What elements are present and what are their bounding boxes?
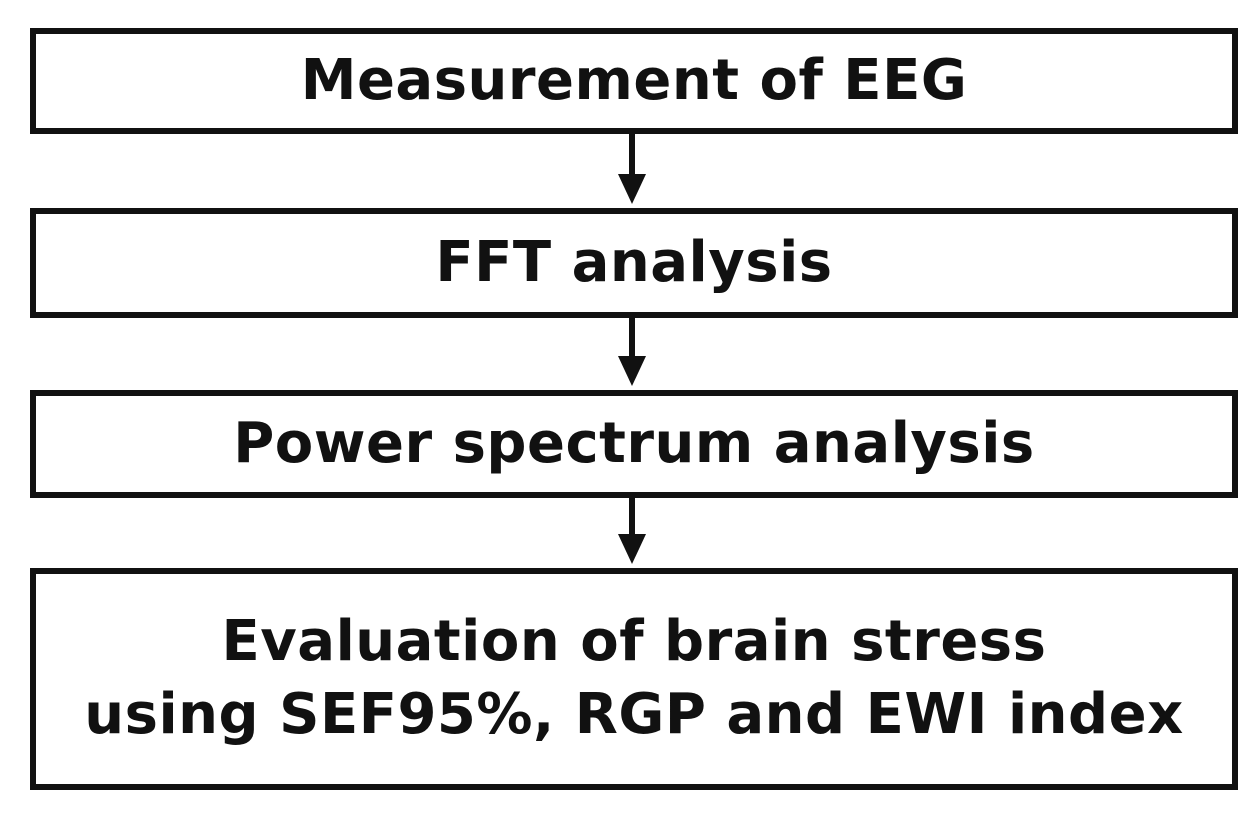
down-arrow-icon [612, 318, 652, 390]
step-label-line-2: using SEF95%, RGP and EWI index [84, 682, 1184, 747]
down-arrow-icon [612, 134, 652, 208]
step-label-line-1: Evaluation of brain stress [221, 609, 1047, 675]
step-label: Measurement of EEG [300, 47, 968, 113]
step-label: FFT analysis [435, 229, 833, 295]
step-brain-stress-evaluation: Evaluation of brain stress using SEF95%,… [30, 568, 1238, 790]
step-measurement-eeg: Measurement of EEG [30, 28, 1238, 134]
step-label: Power spectrum analysis [233, 410, 1035, 476]
step-power-spectrum-analysis: Power spectrum analysis [30, 390, 1238, 498]
step-fft-analysis: FFT analysis [30, 208, 1238, 318]
down-arrow-icon [612, 498, 652, 568]
